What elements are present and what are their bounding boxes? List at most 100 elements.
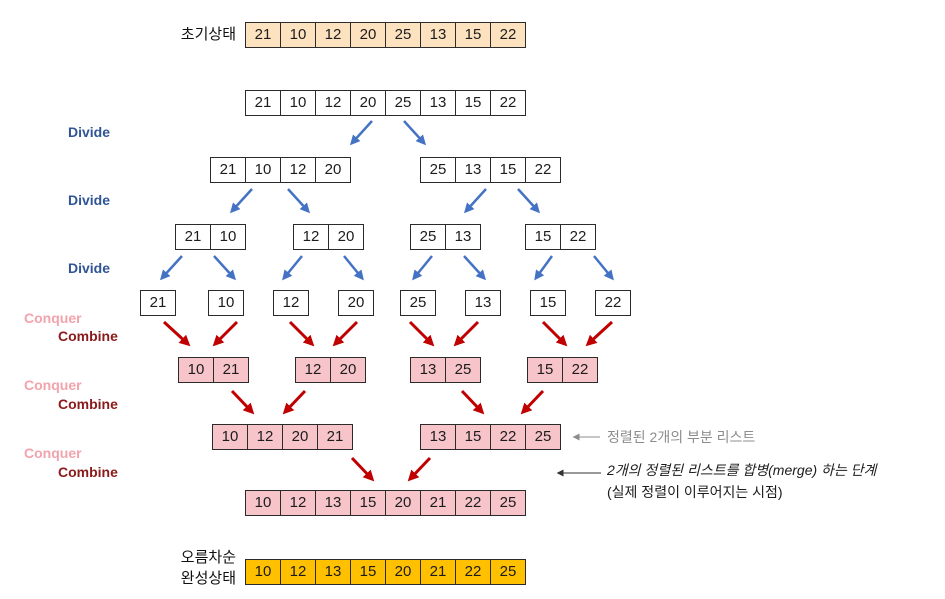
- single-element-3: 12: [273, 290, 309, 316]
- array-cell: 15: [491, 158, 526, 182]
- combine-arrow: [408, 320, 435, 347]
- divide-arrow: [517, 188, 541, 214]
- array-cell: 10: [211, 225, 246, 249]
- array-cell: 25: [526, 425, 561, 449]
- combine-arrow: [585, 320, 614, 347]
- single-element-6: 13: [465, 290, 501, 316]
- array-cell: 20: [339, 291, 374, 315]
- single-element-7: 15: [530, 290, 566, 316]
- divide-label: Divide: [68, 192, 111, 208]
- initial-state-label: 초기상태: [180, 26, 236, 43]
- array-cell: 13: [466, 291, 501, 315]
- array-cell: 12: [316, 23, 351, 47]
- array-cell: 21: [214, 358, 249, 382]
- combine-arrow: [212, 320, 239, 347]
- array-cell: 13: [421, 91, 456, 115]
- array-cell: 12: [281, 491, 316, 515]
- array-cell: 21: [176, 225, 211, 249]
- array-cell: 21: [211, 158, 246, 182]
- array-cell: 21: [318, 425, 353, 449]
- array-cell: 15: [531, 291, 566, 315]
- array-cell: 20: [329, 225, 364, 249]
- array-cell: 20: [386, 560, 421, 584]
- single-element-4: 20: [338, 290, 374, 316]
- conquer-label: Conquer: [24, 310, 82, 326]
- array-cell: 13: [316, 491, 351, 515]
- array-cell: 10: [281, 91, 316, 115]
- array-cell: 25: [386, 23, 421, 47]
- divide-arrow: [159, 255, 183, 281]
- array-cell: 20: [331, 358, 366, 382]
- array-cell: 25: [421, 158, 456, 182]
- array-cell: 25: [491, 491, 526, 515]
- array-cell: 22: [491, 91, 526, 115]
- array-cell: 15: [456, 23, 491, 47]
- divide-arrow: [287, 188, 311, 214]
- array-cell: 15: [526, 225, 561, 249]
- array-cell: 13: [421, 425, 456, 449]
- array-cell: 15: [456, 425, 491, 449]
- final-state-label-line1: 오름차순: [180, 549, 236, 566]
- array-cell: 25: [411, 225, 446, 249]
- divide-label: Divide: [68, 124, 111, 140]
- combine-arrow: [162, 320, 191, 347]
- array-cell: 21: [421, 491, 456, 515]
- divide-arrow: [403, 120, 427, 146]
- array-cell: 10: [179, 358, 214, 382]
- array-cell: 21: [246, 91, 281, 115]
- single-element-1: 21: [140, 290, 176, 316]
- divide-arrow: [412, 255, 433, 281]
- divide-arrow: [343, 255, 364, 281]
- array-cell: 25: [401, 291, 436, 315]
- array-cell: 12: [274, 291, 309, 315]
- merge-step-subnote: (실제 정렬이 이루어지는 시점): [607, 484, 783, 500]
- array-cell: 12: [296, 358, 331, 382]
- array-cell: 21: [246, 23, 281, 47]
- single-element-2: 10: [208, 290, 244, 316]
- array-cell: 12: [316, 91, 351, 115]
- combine-arrow: [520, 389, 545, 415]
- array-cell: 13: [316, 560, 351, 584]
- divide-arrow: [534, 255, 554, 281]
- combine-arrow: [453, 320, 480, 347]
- combine-label: Combine: [58, 396, 118, 412]
- divide-arrow: [213, 255, 237, 281]
- array-cell: 22: [491, 23, 526, 47]
- array-cell: 22: [456, 560, 491, 584]
- array-cell: 13: [456, 158, 491, 182]
- array-cell: 15: [351, 560, 386, 584]
- single-element-8: 22: [595, 290, 631, 316]
- combine-arrow: [230, 389, 255, 415]
- combine-arrow: [407, 456, 432, 482]
- array-cell: 25: [446, 358, 481, 382]
- sorted-sublists-note: 정렬된 2개의 부분 리스트: [607, 429, 756, 445]
- divide-arrow: [229, 188, 253, 214]
- array-cell: 12: [281, 158, 316, 182]
- single-element-5: 25: [400, 290, 436, 316]
- array-cell: 10: [246, 158, 281, 182]
- combine-label: Combine: [58, 464, 118, 480]
- array-cell: 22: [563, 358, 598, 382]
- final-state-label-line2: 완성상태: [180, 570, 236, 587]
- combine-arrow: [541, 320, 568, 347]
- divide-arrow: [349, 120, 373, 146]
- array-cell: 21: [421, 560, 456, 584]
- divide-arrow: [463, 188, 487, 214]
- array-cell: 13: [411, 358, 446, 382]
- array-cell: 12: [248, 425, 283, 449]
- combine-arrow: [460, 389, 485, 415]
- divide-label: Divide: [68, 260, 111, 276]
- array-cell: 12: [281, 560, 316, 584]
- array-cell: 20: [351, 23, 386, 47]
- array-cell: 22: [456, 491, 491, 515]
